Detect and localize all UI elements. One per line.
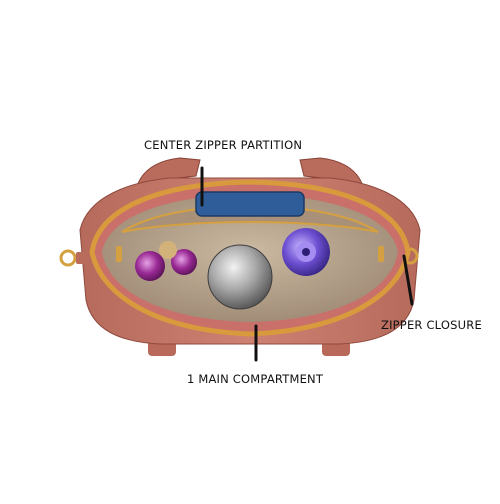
zipper-closure-label: ZIPPER CLOSURE	[381, 318, 482, 332]
closure-leader	[402, 254, 414, 306]
candy-item	[135, 251, 165, 281]
zipper-pull-left	[116, 246, 122, 262]
phone	[195, 191, 305, 217]
silver-ball	[207, 244, 273, 310]
zipper-pull-right	[378, 246, 384, 262]
center-zipper-partition-label: CENTER ZIPPER PARTITION	[144, 138, 303, 152]
left-ring	[59, 249, 77, 267]
main-compartment-label: 1 MAIN COMPARTMENT	[187, 372, 324, 386]
